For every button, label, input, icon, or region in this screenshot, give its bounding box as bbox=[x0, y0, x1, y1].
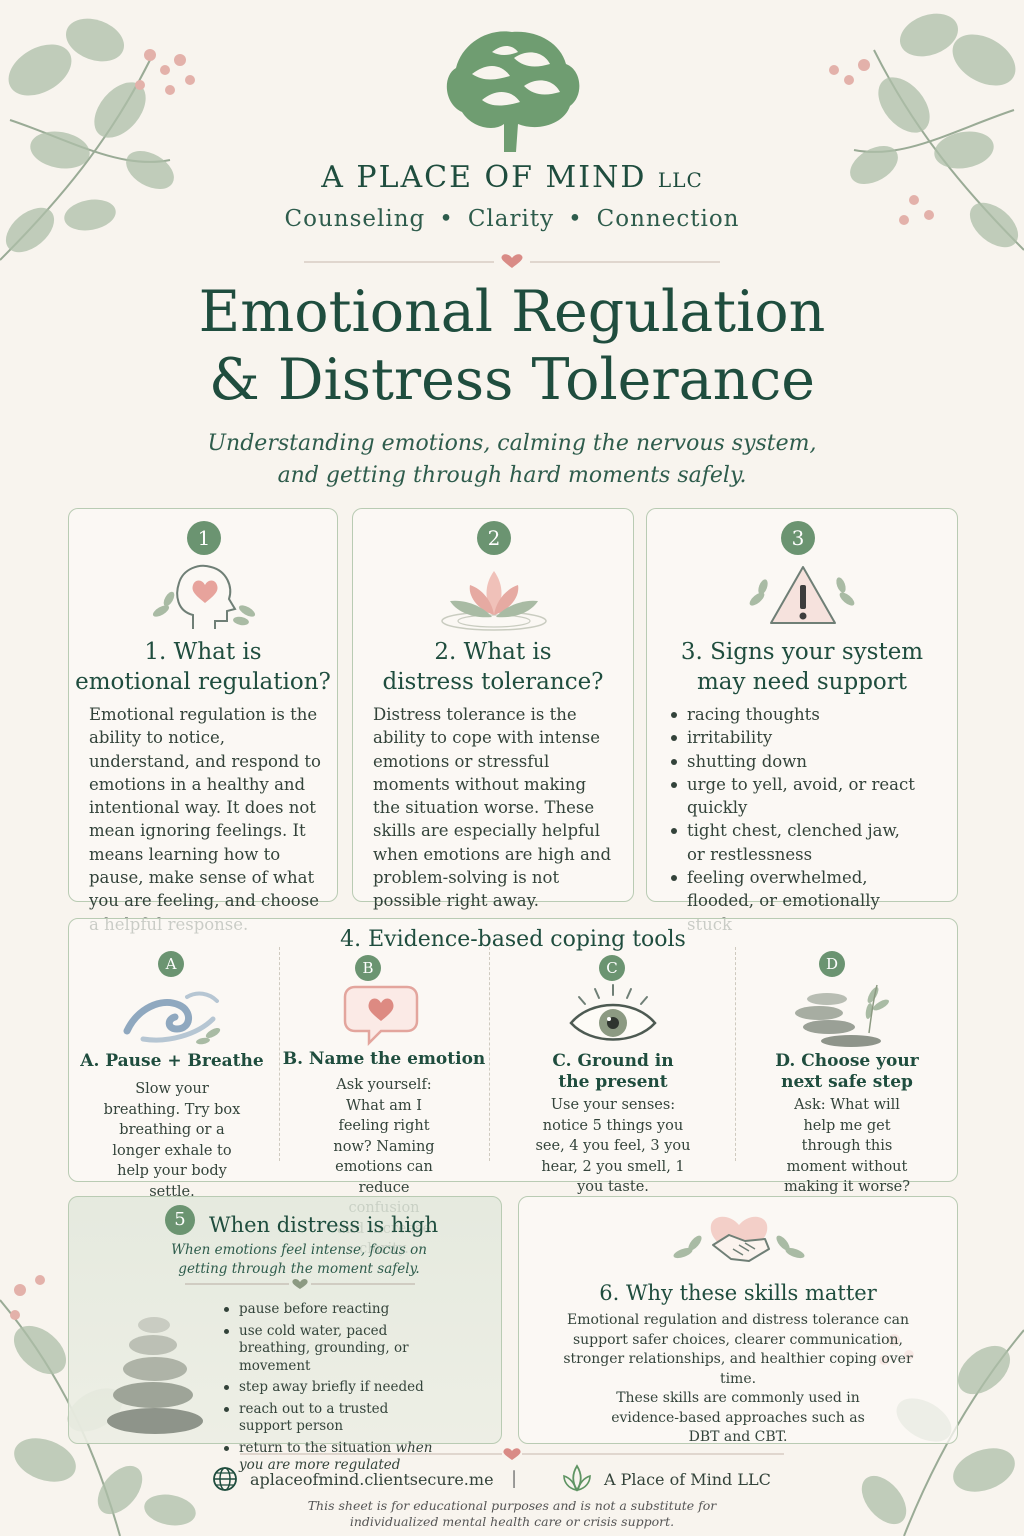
brain-leaf-logo-icon bbox=[446, 31, 580, 153]
tool-divider bbox=[735, 947, 736, 1161]
title-line-2: & Distress Tolerance bbox=[208, 347, 815, 413]
tool-title: A. Pause + Breathe bbox=[80, 1051, 264, 1071]
list-item: return to the situation when you are mor… bbox=[219, 1440, 439, 1475]
why-skills-matter-box: 6. Why these skills matter Emotional reg… bbox=[518, 1196, 958, 1445]
list-item: pause before reacting bbox=[219, 1301, 439, 1319]
heart-icon bbox=[503, 1448, 521, 1460]
tool-name-emotion: B B. Name the emotion Ask yourself: What… bbox=[281, 919, 487, 1257]
tool-letter-badge: C bbox=[599, 955, 625, 981]
stepping-stones-icon bbox=[795, 984, 889, 1047]
list-item: shutting down bbox=[667, 750, 941, 773]
heart-divider bbox=[304, 254, 720, 268]
distress-high-box: 5 When distress is high When emotions fe… bbox=[68, 1196, 502, 1473]
section-intro: When emotions feel intense, focus on get… bbox=[171, 1242, 427, 1277]
stone-stack-icon bbox=[107, 1317, 203, 1434]
heart-divider bbox=[185, 1279, 415, 1289]
card-title: 2. What is distress tolerance? bbox=[382, 639, 604, 695]
tagline-item: Connection bbox=[596, 206, 740, 232]
tool-body: Ask: What will help me get through this … bbox=[784, 1097, 910, 1195]
list-item: tight chest, clenched jaw, or restlessne… bbox=[667, 819, 917, 866]
tool-letter-badge: A bbox=[158, 951, 184, 977]
list-item: irritability bbox=[667, 726, 941, 749]
card-title: 1. What is emotional regulation? bbox=[75, 639, 331, 695]
tool-title: D. Choose your next safe step bbox=[775, 1051, 919, 1092]
card-number-badge: 3 bbox=[781, 521, 815, 555]
tagline-item: Counseling bbox=[284, 206, 426, 232]
warning-icon bbox=[749, 566, 855, 624]
section-title: 6. Why these skills matter bbox=[599, 1281, 877, 1305]
card-signs-support: 3 3. Signs your system may need support … bbox=[646, 508, 958, 934]
tagline: Counseling•Clarity•Connection bbox=[284, 206, 740, 232]
list-item: urge to yell, avoid, or react quickly bbox=[667, 773, 941, 820]
title-line-1: Emotional Regulation bbox=[198, 279, 826, 345]
tool-title: B. Name the emotion bbox=[282, 1049, 486, 1069]
section-heading: 4. Evidence-based coping tools bbox=[340, 927, 686, 952]
tool-body: Slow your breathing. Try box breathing o… bbox=[103, 1081, 241, 1200]
list-item: use cold water, paced breathing, groundi… bbox=[219, 1323, 439, 1376]
card-title: 3. Signs your system may need support bbox=[680, 639, 924, 695]
organization-name: A PLACE OF MIND LLC bbox=[321, 160, 703, 195]
card-number-badge: 2 bbox=[477, 521, 511, 555]
subtitle-line-1: Understanding emotions, calming the nerv… bbox=[207, 431, 817, 456]
why-paragraph-2: These skills are commonly used in eviden… bbox=[611, 1390, 865, 1445]
tagline-item: Clarity bbox=[467, 206, 555, 232]
card-body: Distress tolerance is the ability to cop… bbox=[373, 705, 612, 911]
card-emotional-regulation: 1 1. What is emotional regulation? Emoti… bbox=[68, 508, 338, 934]
tool-letter-badge: B bbox=[355, 955, 381, 981]
tool-next-safe-step: D D. Choose your next safe step Ask: Wha… bbox=[737, 919, 957, 1195]
head-heart-icon bbox=[152, 564, 256, 629]
globe-icon bbox=[213, 1467, 237, 1491]
list-item: step away briefly if needed bbox=[219, 1379, 439, 1397]
card-distress-tolerance: 2 2. What is distress tolerance? Distres… bbox=[352, 508, 634, 910]
subtitle-line-2: and getting through hard moments safely. bbox=[277, 463, 747, 488]
lotus-icon bbox=[441, 571, 547, 631]
leaf-logo-icon bbox=[563, 1464, 591, 1492]
disclaimer: This sheet is for educational purposes a… bbox=[307, 1498, 717, 1529]
heart-icon bbox=[292, 1279, 308, 1289]
signs-list: racing thoughts irritability shutting do… bbox=[667, 703, 941, 936]
speech-heart-icon bbox=[343, 985, 419, 1047]
tool-title: C. Ground in the present bbox=[552, 1051, 674, 1092]
page-title: Emotional Regulation & Distress Toleranc… bbox=[0, 278, 1024, 414]
tool-divider bbox=[279, 947, 280, 1161]
organization-suffix: LLC bbox=[657, 168, 703, 192]
coping-tools-box: 4. Evidence-based coping tools A A. Paus… bbox=[68, 918, 958, 1257]
tool-body: Use your senses: notice 5 things you see… bbox=[535, 1097, 691, 1195]
distress-list: pause before reacting use cold water, pa… bbox=[219, 1301, 439, 1479]
why-paragraph-1: Emotional regulation and distress tolera… bbox=[563, 1312, 913, 1387]
tool-letter-badge: D bbox=[819, 951, 845, 977]
card-body: Emotional regulation is the ability to n… bbox=[89, 705, 321, 934]
heart-icon bbox=[501, 254, 523, 268]
section-title: When distress is high bbox=[209, 1213, 439, 1237]
tool-ground-present: C C. Ground in the present Use your sens… bbox=[493, 919, 733, 1195]
breath-wave-icon bbox=[123, 991, 221, 1045]
page-subtitle: Understanding emotions, calming the nerv… bbox=[0, 428, 1024, 492]
footer-organization: A Place of Mind LLC bbox=[604, 1470, 771, 1489]
website-link[interactable]: aplaceofmind.clientsecure.me bbox=[250, 1470, 494, 1489]
tool-divider bbox=[489, 947, 490, 1161]
tool-pause-breathe: A A. Pause + Breathe Slow your breathing… bbox=[69, 919, 275, 1200]
handshake-heart-icon bbox=[673, 1216, 805, 1262]
footer-separator: | bbox=[511, 1468, 518, 1489]
eye-icon bbox=[569, 984, 657, 1041]
list-item: racing thoughts bbox=[667, 703, 941, 726]
card-number-badge: 1 bbox=[187, 521, 221, 555]
list-item: reach out to a trusted support person bbox=[219, 1401, 439, 1436]
section-number-badge: 5 bbox=[165, 1205, 195, 1235]
